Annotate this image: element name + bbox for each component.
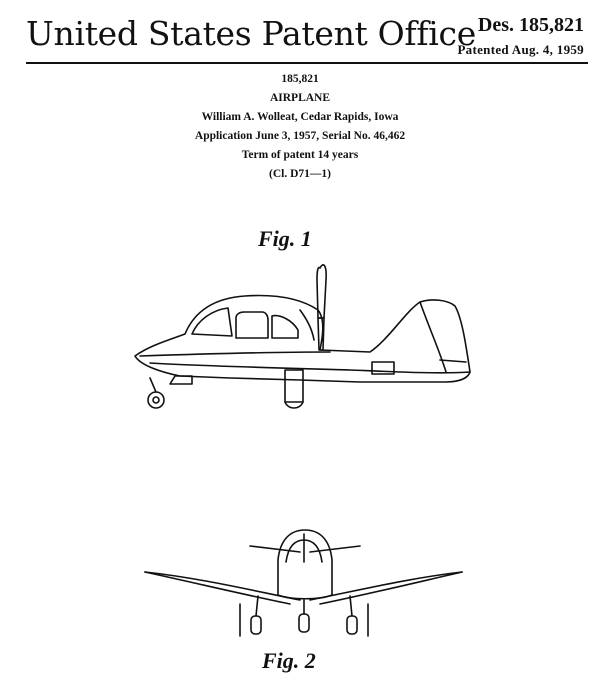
classification-line: (Cl. D71—1): [269, 168, 331, 180]
patent-title: AIRPLANE: [269, 92, 331, 104]
nose-gear: [149, 377, 157, 393]
design-patent-number: Des. 185,821: [477, 14, 584, 36]
figure-2-label: Fig. 2: [262, 648, 316, 673]
canopy: [277, 529, 333, 600]
fuselage-outline: [134, 294, 471, 383]
figure-1-label: Fig. 1: [258, 226, 312, 251]
front-propeller: [249, 545, 361, 553]
main-gear-fairing: [284, 369, 304, 403]
figure-2-front-view-drawing: [144, 529, 463, 637]
patent-metadata: 185,821 AIRPLANE William A. Wolleat, Ced…: [0, 70, 600, 184]
rear-window: [271, 314, 299, 339]
patent-office-title: United States Patent Office: [26, 14, 476, 53]
patent-number-line: 185,821: [281, 73, 319, 85]
inventor-line: William A. Wolleat, Cedar Rapids, Iowa: [201, 111, 399, 123]
windshield-window: [191, 307, 233, 337]
patented-date: Patented Aug. 4, 1959: [457, 42, 584, 57]
cabin-window: [235, 311, 269, 339]
term-line: Term of patent 14 years: [241, 149, 359, 161]
header-rule: [26, 62, 588, 64]
left-wing: [144, 571, 301, 601]
tail-fin: [419, 301, 447, 373]
application-line: Application June 3, 1957, Serial No. 46,…: [194, 130, 406, 142]
